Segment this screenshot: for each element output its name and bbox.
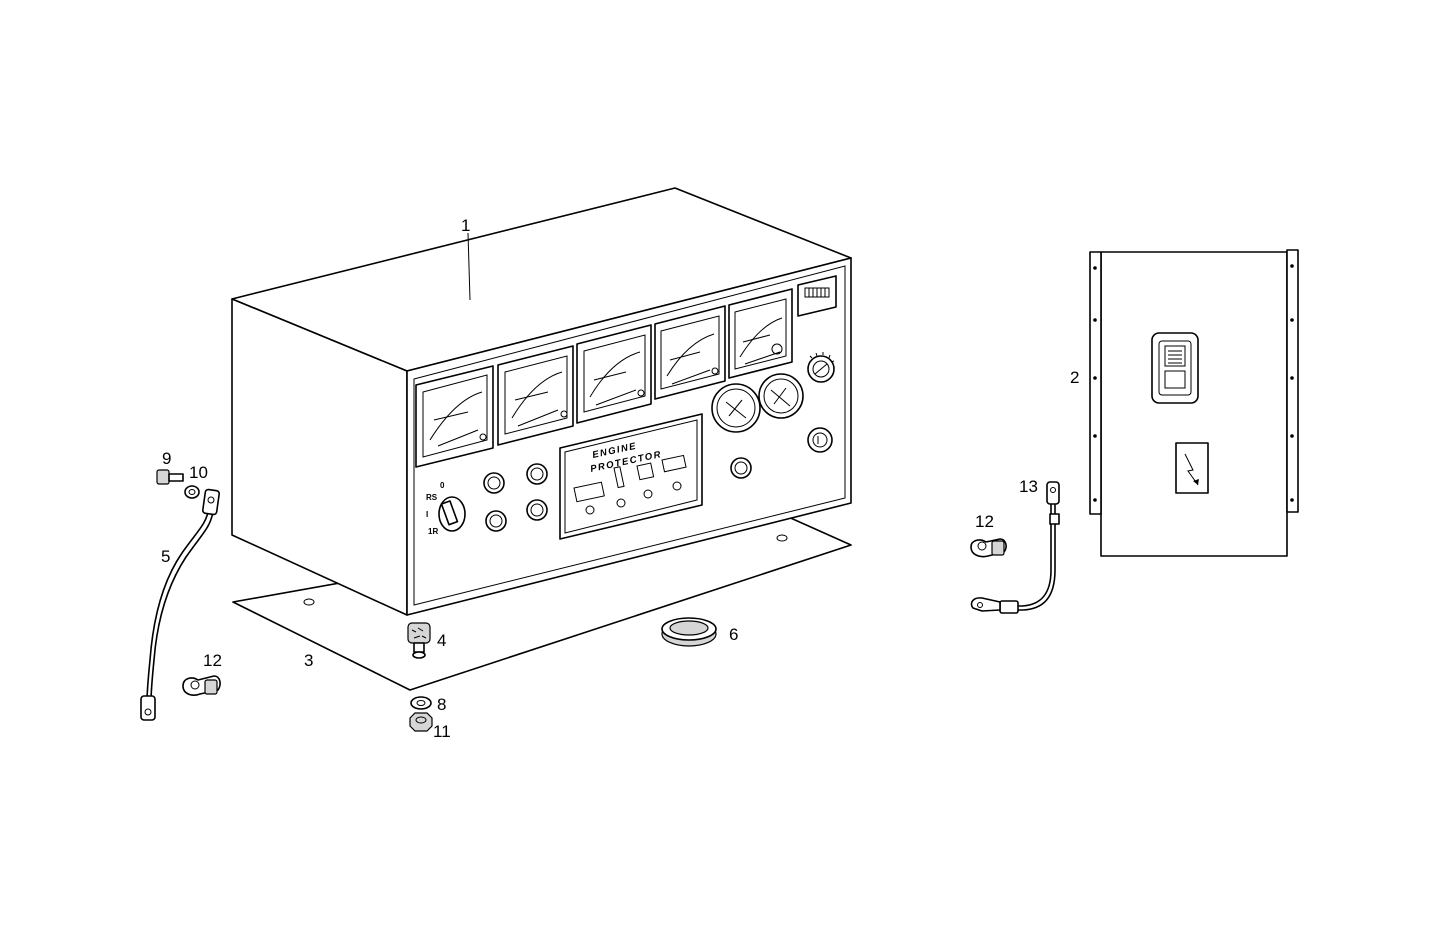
callout-13: 13 bbox=[1019, 477, 1038, 496]
selector-label-rs: RS bbox=[426, 493, 438, 502]
battery-cable bbox=[970, 481, 1060, 614]
meter-4 bbox=[654, 305, 726, 400]
ammeter-gauges bbox=[415, 288, 793, 468]
rotary-dial-knob bbox=[807, 352, 835, 383]
earth-cable bbox=[140, 488, 221, 721]
callout-12-right: 12 bbox=[975, 512, 994, 531]
meter-5 bbox=[728, 288, 793, 379]
callout-6: 6 bbox=[729, 625, 738, 644]
callout-9: 9 bbox=[162, 449, 171, 468]
push-button-right bbox=[807, 427, 833, 453]
hex-bolt bbox=[156, 469, 184, 485]
selector-label-i: I bbox=[426, 510, 428, 519]
callout-5: 5 bbox=[161, 547, 170, 566]
protector-led-lamps bbox=[585, 481, 682, 515]
door-latch-handle[interactable] bbox=[1151, 332, 1199, 404]
callout-2: 2 bbox=[1070, 368, 1079, 387]
meter-1 bbox=[415, 365, 494, 468]
electrical-hazard-sign bbox=[1175, 442, 1209, 494]
cable-clip-left bbox=[182, 675, 221, 696]
lock-washer bbox=[184, 485, 200, 499]
washer bbox=[410, 696, 432, 710]
round-gauge-right bbox=[758, 373, 804, 419]
door-hinge-rivets bbox=[1093, 264, 1294, 502]
key-selector-switch: 0 RS I 1R bbox=[426, 481, 466, 536]
callout-10: 10 bbox=[189, 463, 208, 482]
callout-8: 8 bbox=[437, 695, 446, 714]
selector-label-1r: 1R bbox=[428, 527, 438, 536]
protector-warning-icons bbox=[573, 454, 687, 503]
meter-3 bbox=[576, 324, 652, 424]
callout-11: 11 bbox=[433, 722, 451, 741]
pressure-gauges bbox=[711, 373, 804, 433]
callout-4: 4 bbox=[437, 631, 446, 650]
cable-clip-right bbox=[970, 538, 1007, 558]
engine-protector-module: ENGINE PROTECTOR bbox=[559, 413, 703, 540]
indicator-buttons bbox=[483, 457, 752, 532]
round-gauge-left bbox=[711, 383, 761, 433]
callout-12-left: 12 bbox=[203, 651, 222, 670]
callout-leaders bbox=[467, 232, 471, 301]
callout-1: 1 bbox=[461, 216, 470, 235]
callout-3: 3 bbox=[304, 651, 313, 670]
cabinet-door-panel bbox=[1089, 249, 1299, 557]
meter-2 bbox=[497, 345, 574, 446]
selector-label-top: 0 bbox=[440, 481, 445, 490]
hour-counter bbox=[797, 275, 837, 317]
callout-numbers: 1 2 3 4 5 6 8 9 10 11 12 12 13 bbox=[161, 216, 1079, 741]
anti-vibration-mount bbox=[407, 622, 431, 659]
rubber-grommet bbox=[661, 617, 717, 647]
hex-nut bbox=[409, 712, 433, 732]
